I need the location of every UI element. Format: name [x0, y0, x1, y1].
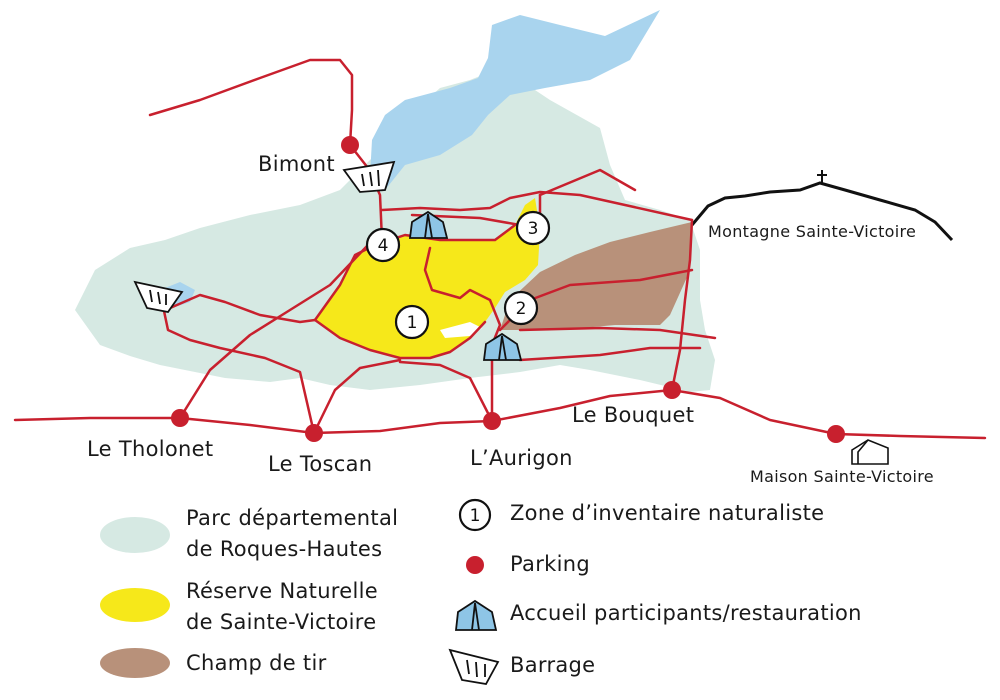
parking-tholonet	[171, 409, 189, 427]
legend-parking-label: Parking	[510, 552, 590, 576]
legend-tent-icon	[454, 599, 498, 631]
legend-zone-number: 1	[470, 506, 481, 526]
barrage-icon	[133, 280, 184, 313]
parking-bimont	[341, 136, 359, 154]
parking-toscan	[305, 424, 323, 442]
champ-area	[500, 222, 692, 330]
legend-reserve-label: Réserve Naturelle de Sainte-Victoire	[186, 576, 378, 638]
parking-markers	[171, 136, 845, 443]
lake	[370, 10, 660, 190]
zone-marker-4	[365, 227, 401, 263]
legend-parc-line2: de Roques-Hautes	[186, 537, 383, 561]
legend-champ-swatch	[100, 648, 170, 678]
tent-icon	[408, 210, 449, 239]
zone-markers	[365, 210, 551, 340]
tent-icon	[482, 332, 523, 361]
legend-champ-label: Champ de tir	[186, 651, 327, 675]
barrage-icon	[342, 160, 396, 193]
legend-barrage-label: Barrage	[510, 653, 596, 677]
reserve-gap	[440, 322, 482, 338]
zone-marker-3	[515, 210, 551, 246]
maison-house-icon	[851, 439, 889, 465]
label-le-bouquet: Le Bouquet	[572, 403, 695, 427]
zone-marker-2	[503, 290, 539, 326]
zone-number-1: 1	[407, 313, 418, 333]
parking-maison	[827, 425, 845, 443]
legend-reserve-line2: de Sainte-Victoire	[186, 610, 377, 634]
zone-number-2: 2	[516, 299, 527, 319]
legend-accueil-label: Accueil participants/restauration	[510, 601, 862, 625]
mountain-ridge	[690, 181, 954, 242]
parking-aurigon	[483, 412, 501, 430]
label-laurigon: L’Aurigon	[470, 446, 573, 470]
legend-parc-label: Parc départemental de Roques-Hautes	[186, 503, 398, 565]
legend-parc-swatch	[100, 517, 170, 553]
parking-bouquet	[663, 381, 681, 399]
zone-number-3: 3	[528, 219, 539, 239]
legend-zone-icon	[458, 498, 492, 532]
label-montagne-sainte-victoire: Montagne Sainte-Victoire	[708, 222, 917, 241]
legend-reserve-line1: Réserve Naturelle	[186, 579, 378, 603]
legend-parc-line1: Parc départemental	[186, 506, 399, 530]
zone-number-4: 4	[378, 236, 389, 256]
legend-zone-label: Zone d’inventaire naturaliste	[510, 501, 825, 525]
legend-barrage-icon	[448, 648, 500, 685]
label-maison-sainte-victoire: Maison Sainte-Victoire	[750, 467, 934, 486]
legend-reserve-swatch	[100, 588, 170, 622]
zone-marker-1	[394, 304, 430, 340]
legend-parking-icon	[466, 556, 484, 574]
label-le-tholonet: Le Tholonet	[87, 437, 214, 461]
summit-cross-icon	[817, 170, 827, 184]
label-le-toscan: Le Toscan	[268, 452, 373, 476]
label-bimont: Bimont	[258, 152, 335, 176]
